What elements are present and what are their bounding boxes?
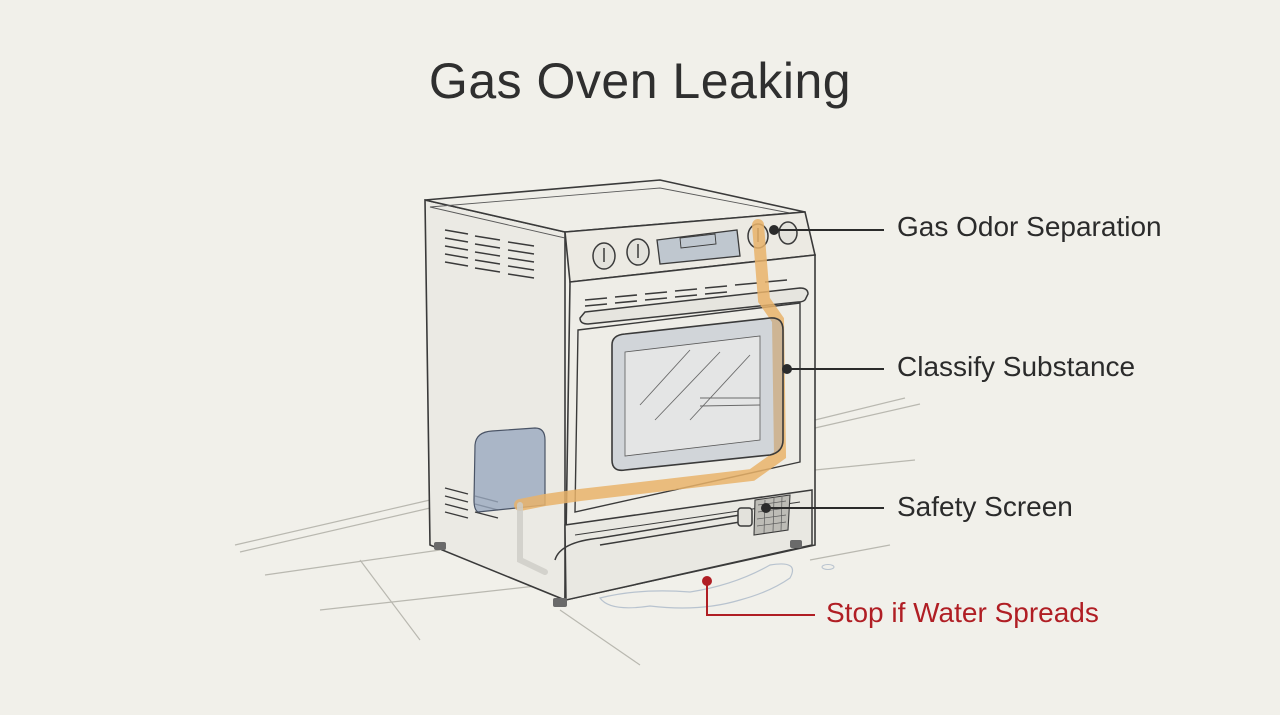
gas-line-highlight bbox=[514, 219, 787, 575]
door-handle bbox=[579, 287, 809, 325]
callout-stop-warning: Stop if Water Spreads bbox=[826, 597, 1099, 628]
oven-feet bbox=[434, 540, 802, 607]
front-vents bbox=[584, 279, 788, 307]
oven-window bbox=[611, 317, 784, 472]
gas-hose bbox=[554, 507, 753, 561]
water-puddle bbox=[598, 563, 794, 609]
callout-gas-odor-separation: Gas Odor Separation bbox=[897, 211, 1162, 242]
warning-leader bbox=[702, 576, 815, 616]
callout-safety-screen: Safety Screen bbox=[897, 491, 1073, 522]
oven-side-panel bbox=[424, 198, 566, 602]
side-tank bbox=[473, 427, 546, 513]
display-panel bbox=[656, 229, 741, 265]
floor-lines bbox=[234, 397, 921, 666]
callout-leaders bbox=[761, 225, 884, 513]
callout-classify-substance: Classify Substance bbox=[897, 351, 1136, 382]
water-drop bbox=[821, 564, 835, 570]
page-title: Gas Oven Leaking bbox=[428, 53, 852, 109]
safety-screen bbox=[753, 494, 791, 536]
oven-door bbox=[574, 302, 801, 513]
